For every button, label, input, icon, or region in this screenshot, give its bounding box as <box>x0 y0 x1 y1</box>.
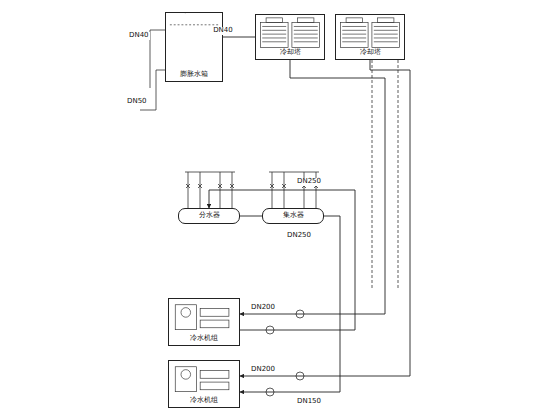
header-vessel: 集水器 <box>262 208 324 224</box>
expansion-tank: 膨胀水箱 <box>165 12 223 82</box>
branch-cap <box>185 172 319 173</box>
pipe-connector <box>240 60 385 314</box>
node-label: 冷却塔 <box>279 49 302 57</box>
dashed-pipe <box>398 60 399 290</box>
node-label: 集水器 <box>282 212 305 220</box>
pipe-connector <box>240 216 262 217</box>
chiller-unit: 冷水机组 <box>168 298 240 346</box>
pipe-size: DN50 <box>126 98 148 106</box>
pipe-size: DN200 <box>250 366 276 374</box>
cooling-tower: 冷却塔 <box>335 14 405 60</box>
pipe-size: DN250 <box>286 232 312 240</box>
pipe-size: DN200 <box>250 304 276 312</box>
pipe-size: DN40 <box>128 32 150 40</box>
dashed-pipe <box>372 60 373 290</box>
pipe-connector <box>240 216 340 392</box>
node-label: 冷水机组 <box>189 397 219 405</box>
node-label: 冷水机组 <box>189 335 219 343</box>
cooling-tower: 冷却塔 <box>255 14 325 60</box>
makeup-pipe <box>150 30 165 88</box>
header-vessel: 分水器 <box>178 208 240 224</box>
chiller-unit: 冷水机组 <box>168 360 240 408</box>
node-label: 分水器 <box>198 212 221 220</box>
pipe-connector <box>240 60 410 376</box>
node-label: 冷却塔 <box>359 49 382 57</box>
valve-symbol <box>186 184 234 188</box>
pipe-size: DN150 <box>296 398 322 406</box>
pipe-size: DN40 <box>212 27 234 35</box>
pipe-connector <box>223 37 255 38</box>
node-label: 膨胀水箱 <box>179 71 209 79</box>
pipe-size: DN250 <box>296 178 322 186</box>
